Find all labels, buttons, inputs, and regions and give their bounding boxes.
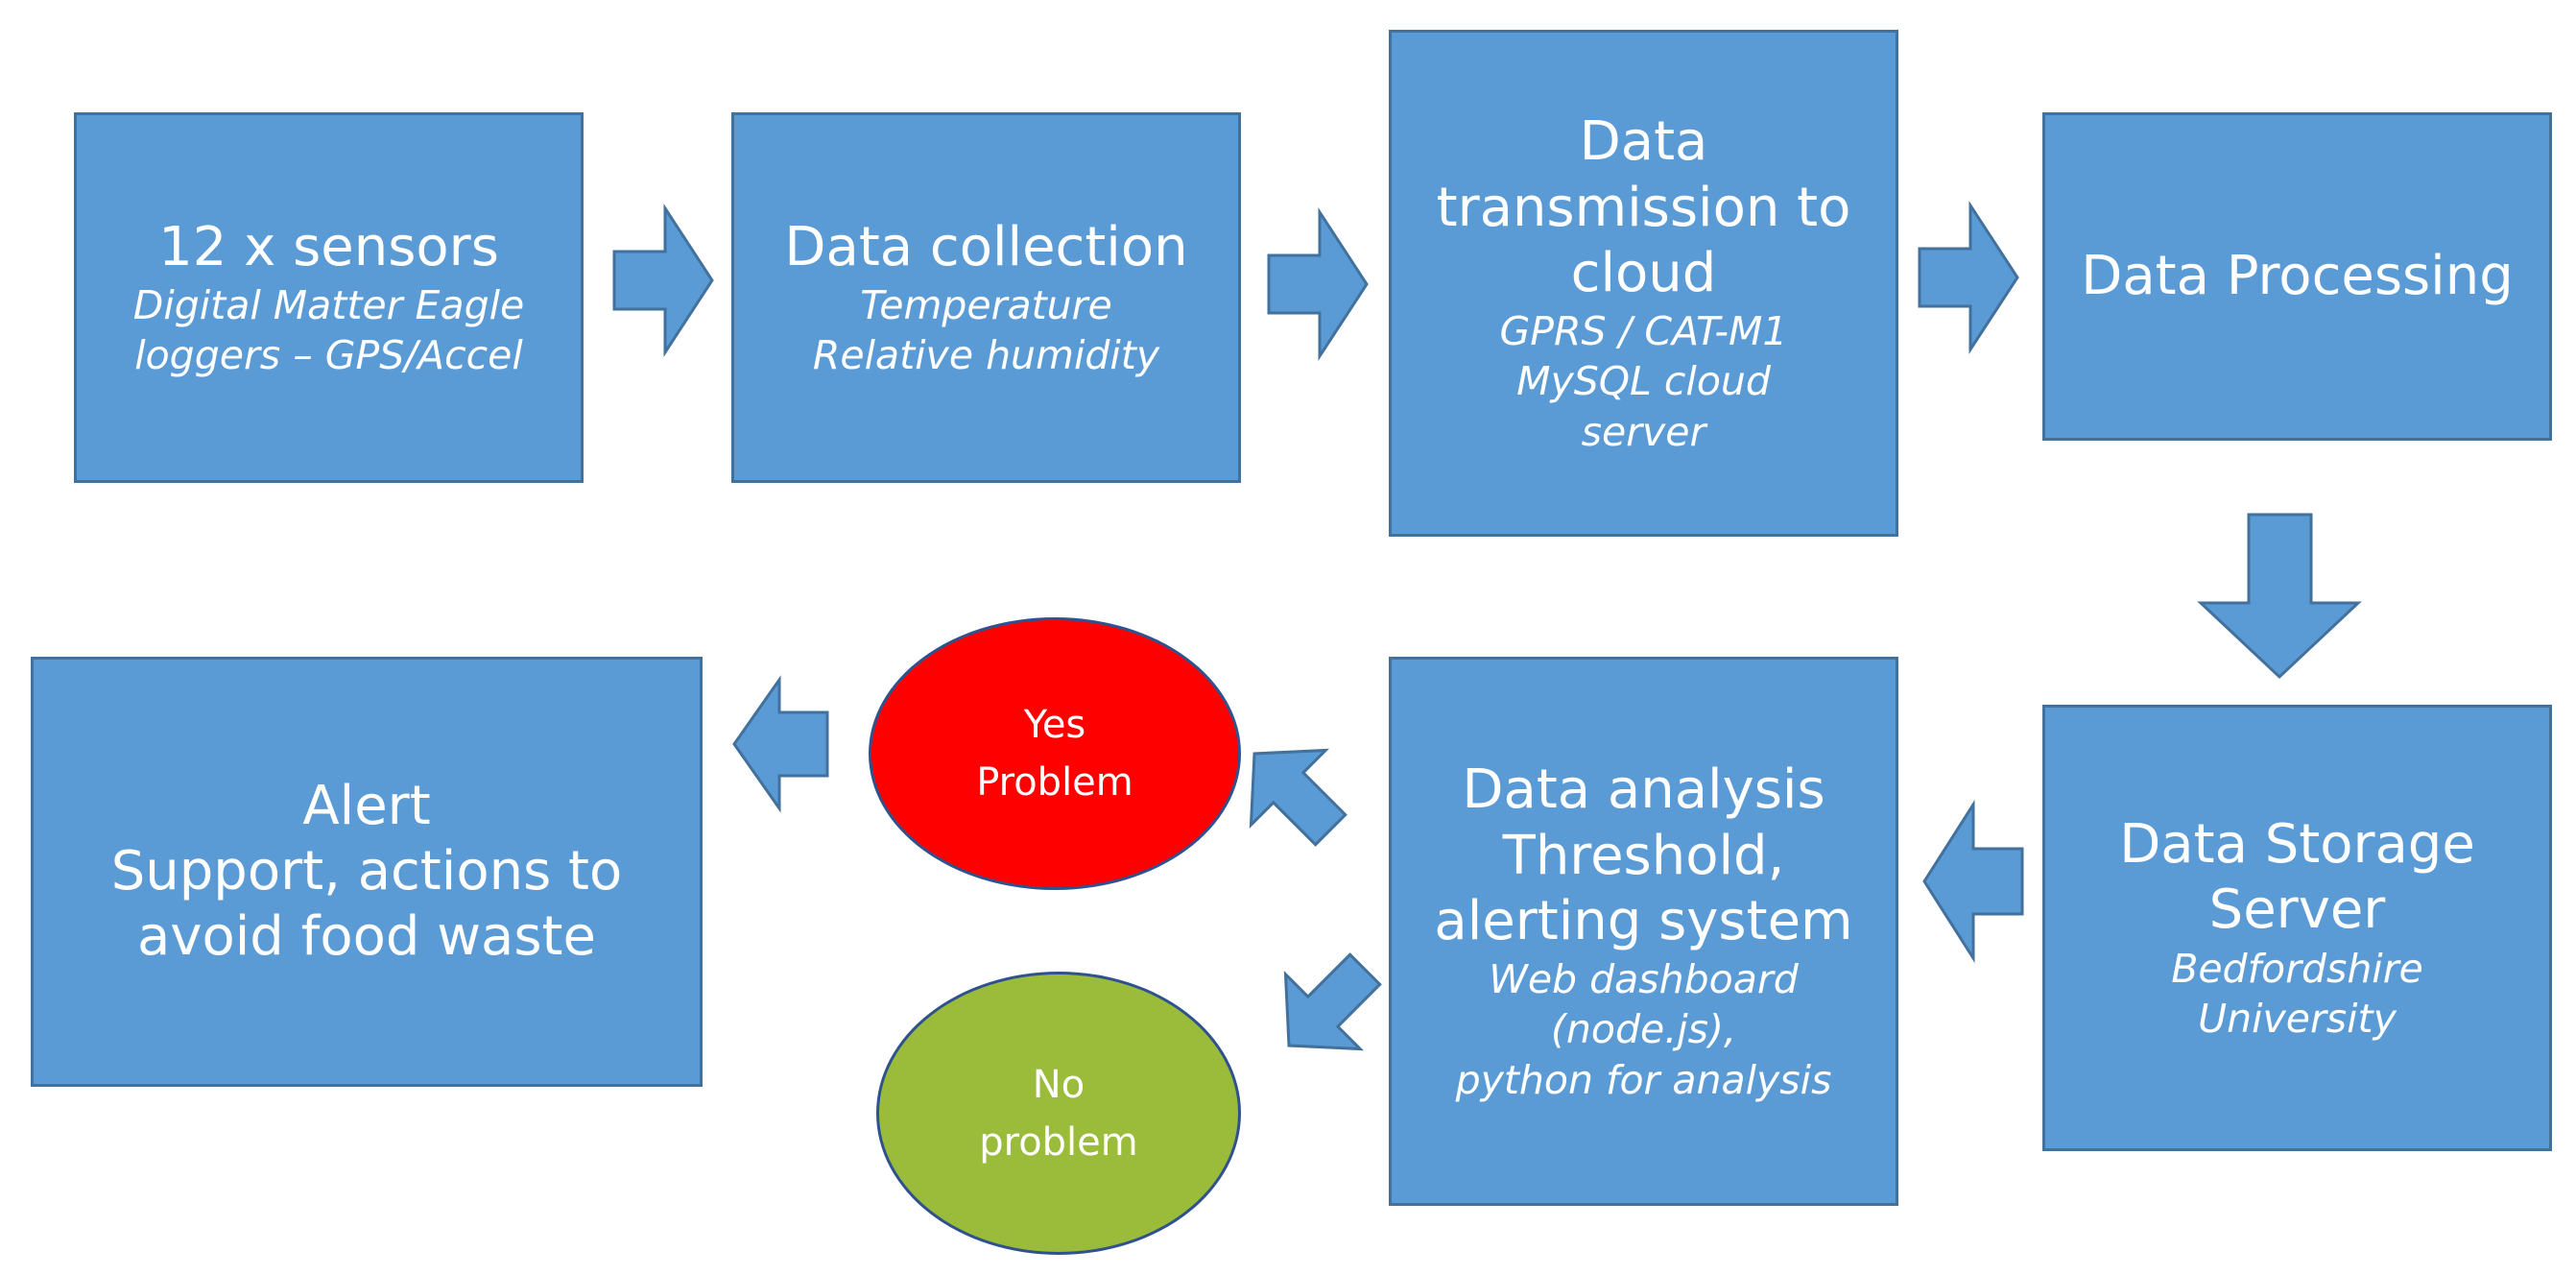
analysis-title-2: Threshold,: [1502, 824, 1785, 887]
arrow-sensors-to-collection: [612, 203, 714, 358]
processing-title: Data Processing: [2081, 244, 2514, 307]
arrow-storage-to-analysis: [1922, 799, 2024, 964]
transmission-sub-1: GPRS / CAT-M1: [1499, 308, 1788, 355]
box-data-transmission: Data transmission to cloud GPRS / CAT-M1…: [1389, 30, 1898, 537]
box-data-processing: Data Processing: [2042, 112, 2552, 441]
storage-sub-1: Bedfordshire: [2171, 945, 2423, 992]
analysis-title-3: alerting system: [1434, 890, 1853, 953]
box-data-collection: Data collection Temperature Relative hum…: [731, 112, 1241, 483]
analysis-sub-3: python for analysis: [1455, 1056, 1832, 1103]
decision-no-problem: No problem: [876, 972, 1241, 1255]
transmission-sub-3: server: [1581, 408, 1706, 455]
arrow-yes-to-alert: [732, 675, 829, 813]
sensors-sub-1: Digital Matter Eagle: [132, 282, 525, 329]
analysis-sub-1: Web dashboard: [1489, 956, 1799, 1003]
yes-line-1: Yes: [1023, 703, 1086, 747]
arrow-collection-to-transmission: [1267, 206, 1369, 362]
storage-title-2: Server: [2208, 878, 2386, 942]
sensors-sub-2: loggers – GPS/Accel: [134, 332, 523, 379]
transmission-sub-2: MySQL cloud: [1516, 358, 1771, 405]
arrow-transmission-to-processing: [1918, 200, 2019, 355]
no-line-1: No: [1032, 1062, 1085, 1107]
arrow-analysis-to-yes: [1249, 748, 1348, 847]
transmission-title-2: transmission to: [1436, 176, 1851, 239]
sensors-title: 12 x sensors: [158, 215, 499, 278]
yes-line-2: Problem: [976, 760, 1133, 805]
box-alert: Alert Support, actions to avoid food was…: [31, 657, 703, 1087]
collection-sub-2: Relative humidity: [812, 332, 1160, 379]
transmission-title-3: cloud: [1570, 242, 1717, 305]
storage-title-1: Data Storage: [2119, 813, 2475, 877]
storage-sub-2: University: [2198, 995, 2397, 1042]
collection-sub-1: Temperature: [860, 282, 1112, 329]
arrow-analysis-to-no: [1283, 952, 1382, 1051]
arrow-processing-to-storage: [2197, 513, 2362, 680]
alert-title-3: avoid food waste: [137, 905, 596, 969]
analysis-title-1: Data analysis: [1462, 758, 1825, 822]
alert-title-1: Alert: [302, 774, 431, 837]
decision-yes-problem: Yes Problem: [869, 617, 1241, 890]
box-data-analysis: Data analysis Threshold, alerting system…: [1389, 657, 1898, 1206]
box-sensors: 12 x sensors Digital Matter Eagle logger…: [74, 112, 584, 483]
analysis-sub-2: (node.js),: [1550, 1006, 1737, 1053]
collection-title: Data collection: [784, 215, 1188, 278]
alert-title-2: Support, actions to: [110, 839, 623, 902]
box-data-storage: Data Storage Server Bedfordshire Univers…: [2042, 705, 2552, 1151]
no-line-2: problem: [979, 1119, 1138, 1165]
transmission-title-1: Data: [1579, 110, 1708, 174]
